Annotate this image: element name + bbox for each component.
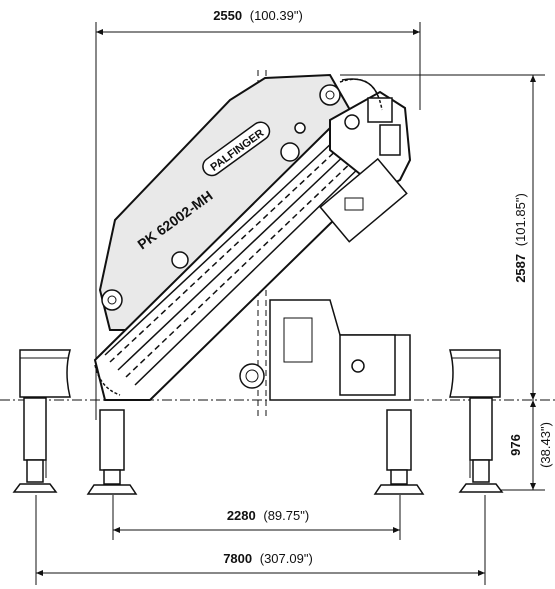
base-height-imperial: (38.43") xyxy=(538,422,553,468)
support-leg-outer-left xyxy=(12,397,58,493)
outrigger-inner-value: 2280 xyxy=(227,508,256,523)
dimension-base-height: 976 (38.43") xyxy=(485,400,553,491)
outrigger-box-left xyxy=(19,349,71,398)
support-leg-outer-right xyxy=(458,397,504,493)
outrigger-inner-imperial: (89.75") xyxy=(263,508,309,523)
svg-text:(38.43"): (38.43") xyxy=(538,422,553,468)
svg-text:2280 (89.75"): 2280 (89.75") xyxy=(227,508,309,523)
hose-chain xyxy=(94,78,383,396)
dimension-height: 2587 (101.85") xyxy=(340,74,545,400)
boom-head xyxy=(319,78,412,243)
outrigger-outer-imperial: (307.09") xyxy=(260,551,313,566)
extension-boom xyxy=(93,126,387,401)
support-leg-inner-right xyxy=(373,409,425,495)
crane-base xyxy=(239,299,411,401)
outrigger-outer-value: 7800 xyxy=(223,551,252,566)
top-width-value: 2550 xyxy=(213,8,242,23)
svg-text:7800 (307.09"): 7800 (307.09") xyxy=(223,551,313,566)
dimension-top-width: 2550 (100.39") xyxy=(95,8,421,420)
support-leg-inner-left xyxy=(86,409,138,495)
svg-text:976: 976 xyxy=(508,434,523,456)
svg-text:2587 (101.85"): 2587 (101.85") xyxy=(513,193,528,283)
top-width-imperial: (100.39") xyxy=(250,8,303,23)
svg-text:2550 (100.39"): 2550 (100.39") xyxy=(213,8,303,23)
dimension-outrigger-outer: 7800 (307.09") xyxy=(35,495,486,585)
height-value: 2587 xyxy=(513,254,528,283)
dimension-outrigger-inner: 2280 (89.75") xyxy=(112,495,401,540)
outrigger-box-right xyxy=(449,349,501,398)
base-height-value: 976 xyxy=(508,434,523,456)
height-imperial: (101.85") xyxy=(513,193,528,246)
